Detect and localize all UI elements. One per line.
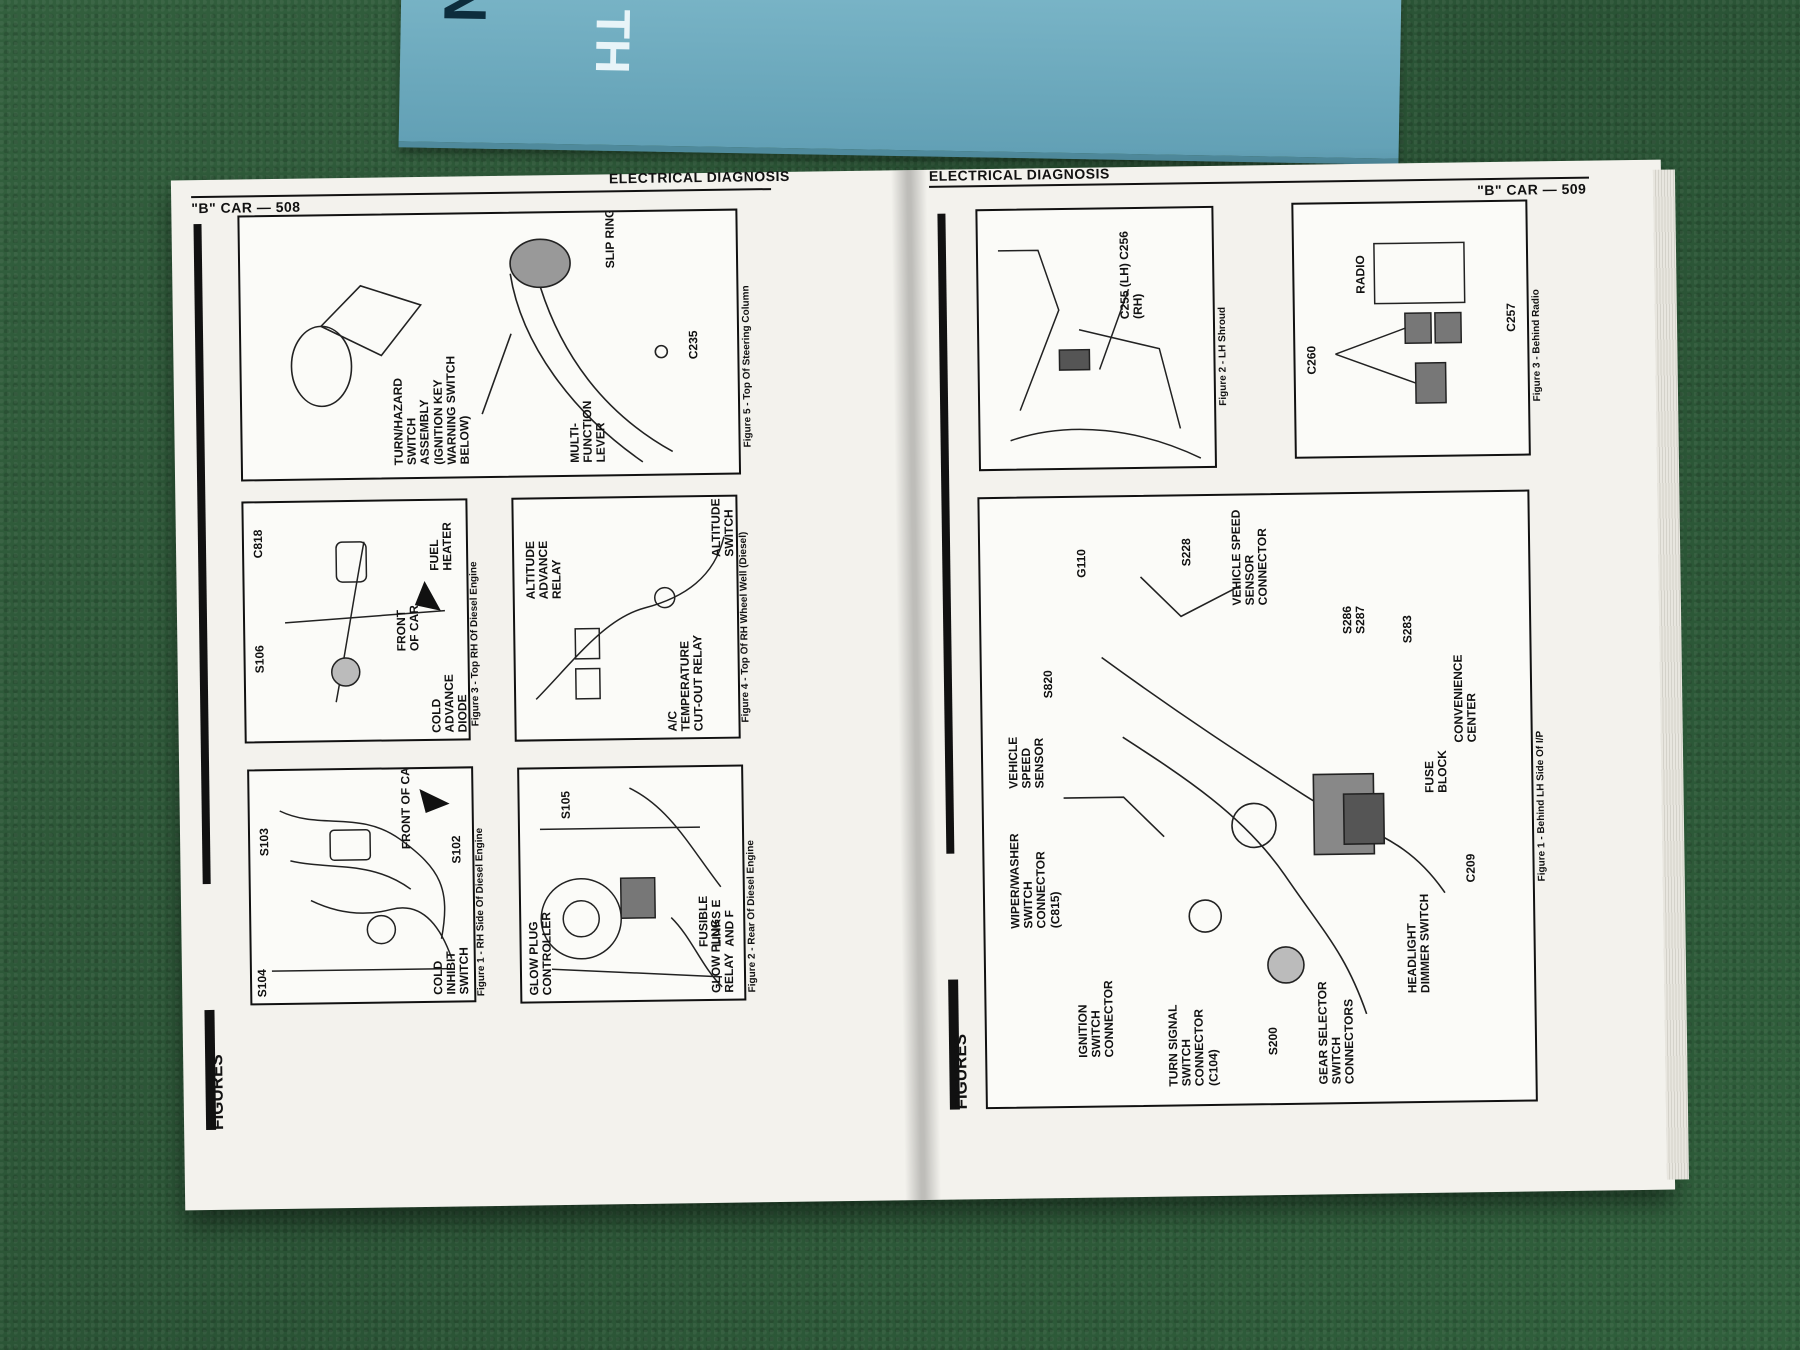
label-fuse-block: FUSE BLOCK bbox=[1422, 749, 1450, 794]
blue-manual-cover bbox=[398, 0, 1402, 165]
label-multi-function-lever: MULTI-FUNCTION LEVER bbox=[567, 400, 609, 463]
engine-drawing bbox=[271, 789, 453, 972]
label-turn-signal-switch-connector: TURN SIGNAL SWITCH CONNECTOR (C104) bbox=[1165, 1004, 1221, 1087]
radio-drawing bbox=[1335, 241, 1466, 404]
figure-behind-radio: RADIO C257 C260 bbox=[1291, 199, 1531, 459]
figure-4-caption: Figure 4 - Top Of RH Wheel Well (Diesel) bbox=[737, 531, 752, 723]
label-glow-plug-controller: GLOW PLUG CONTROLLER bbox=[526, 911, 555, 996]
label-gear-selector-switch-connectors: GEAR SELECTOR SWITCH CONNECTORS bbox=[1315, 981, 1357, 1085]
right-page: ELECTRICAL DIAGNOSIS "B" CAR — 509 FIGUR… bbox=[919, 160, 1675, 1200]
label-g110: G110 bbox=[1074, 548, 1089, 578]
cover-title-fragment: N bbox=[431, 0, 500, 24]
label-slip-ring: SLIP RING bbox=[602, 208, 618, 269]
label-ignition-switch-connector: IGNITION SWITCH CONNECTOR bbox=[1075, 980, 1117, 1058]
label-fusible-links: FUSIBLE LINKS E AND F bbox=[695, 895, 738, 948]
section-bar-right bbox=[937, 213, 955, 854]
label-radio: RADIO bbox=[1353, 255, 1368, 294]
right-figure-3-caption: Figure 3 - Behind Radio bbox=[1530, 289, 1544, 402]
figure-top-rh-diesel-engine: C818 S106 FUEL HEATER FRONT OF CAR COLD … bbox=[241, 498, 471, 744]
right-header-title: ELECTRICAL DIAGNOSIS bbox=[928, 165, 1110, 184]
label-s283: S283 bbox=[1400, 615, 1415, 644]
section-bar bbox=[193, 224, 211, 885]
front-arrow-icon-2 bbox=[414, 580, 441, 611]
label-c257: C257 bbox=[1503, 302, 1519, 332]
open-manual: ELECTRICAL DIAGNOSIS "B" CAR — 508 FIGUR… bbox=[170, 159, 1689, 1211]
label-altitude-advance-relay: ALTITUDE ADVANCE RELAY bbox=[522, 540, 565, 600]
label-s105: S105 bbox=[558, 790, 573, 820]
label-c235: C235 bbox=[686, 330, 701, 360]
figure-2-caption: Figure 2 - Rear Of Diesel Engine bbox=[745, 840, 759, 993]
left-page: ELECTRICAL DIAGNOSIS "B" CAR — 508 FIGUR… bbox=[171, 167, 915, 1210]
section-label: FIGURES bbox=[207, 1054, 228, 1131]
instrument-panel-drawing bbox=[1063, 576, 1446, 1015]
label-ac-temperature-cutout-relay: A/C TEMPERATURE CUT-OUT RELAY bbox=[665, 634, 706, 732]
steering-column-drawing bbox=[290, 238, 674, 463]
left-page-number: "B" CAR — 508 bbox=[191, 198, 301, 217]
figure-rear-diesel-engine: S105 GLOW PLUG CONTROLLER GLOW PLUG RELA… bbox=[517, 764, 747, 1004]
label-c260: C260 bbox=[1304, 345, 1319, 375]
label-s228: S228 bbox=[1178, 538, 1194, 567]
figure-rh-side-diesel-engine: S104 S103 S102 FRONT OF CAR COLD INHIBIT… bbox=[247, 766, 477, 1006]
label-cold-inhibit-switch: COLD INHIBIT SWITCH bbox=[430, 947, 472, 995]
label-s200: S200 bbox=[1265, 1027, 1281, 1056]
label-convenience-center: CONVENIENCE CENTER bbox=[1450, 654, 1480, 743]
label-headlight-dimmer-switch: HEADLIGHT DIMMER SWITCH bbox=[1404, 893, 1433, 994]
right-figure-1-caption: Figure 1 - Behind LH Side Of I/P bbox=[1534, 730, 1548, 882]
label-cold-advance-diode: COLD ADVANCE DIODE bbox=[429, 674, 470, 733]
label-s286-s287: S286 S287 bbox=[1339, 605, 1368, 635]
figure-5-caption: Figure 5 - Top Of Steering Column bbox=[740, 285, 754, 448]
engine-rear-drawing bbox=[539, 787, 723, 988]
label-vehicle-speed-sensor-connector: VEHICLE SPEED SENSOR CONNECTOR bbox=[1228, 509, 1271, 606]
figure-1-caption: Figure 1 - RH Side Of Diesel Engine bbox=[473, 827, 488, 997]
fuel-heater-drawing bbox=[285, 541, 445, 703]
label-s102: S102 bbox=[449, 835, 464, 864]
label-s106: S106 bbox=[252, 645, 267, 674]
label-front-of-car: FRONT OF CAR bbox=[397, 766, 414, 850]
right-figure-2-caption: Figure 2 - LH Shroud bbox=[1216, 306, 1230, 406]
wheel-well-drawing bbox=[535, 536, 725, 700]
figure-3-caption: Figure 3 - Top RH Of Diesel Engine bbox=[468, 561, 482, 727]
front-arrow-icon bbox=[419, 789, 450, 813]
label-s103: S103 bbox=[256, 828, 272, 857]
figure-lh-shroud: C255 (LH) C256 (RH) bbox=[975, 205, 1217, 472]
label-c255-c256: C255 (LH) C256 (RH) bbox=[1116, 231, 1146, 320]
cover-title-fragment-2: TH bbox=[584, 9, 640, 74]
label-c818: C818 bbox=[250, 529, 266, 559]
label-altitude-switch: ALTITUDE SWITCH bbox=[708, 498, 737, 557]
shroud-drawing bbox=[997, 249, 1202, 459]
label-wiper-washer-switch-connector: WIPER/WASHER SWITCH CONNECTOR (C815) bbox=[1007, 833, 1062, 929]
section-label-right: FIGURES bbox=[950, 1033, 971, 1110]
label-fuel-heater: FUEL HEATER bbox=[426, 522, 455, 571]
label-vehicle-speed-sensor: VEHICLE SPEED SENSOR bbox=[1005, 736, 1047, 789]
figure-behind-lh-ip: G110 S228 VEHICLE SPEED SENSOR CONNECTOR… bbox=[977, 489, 1538, 1110]
label-c209: C209 bbox=[1463, 853, 1478, 883]
figure-top-steering-column: SLIP RING C235 MULTI-FUNCTION LEVER TURN… bbox=[237, 208, 742, 482]
right-page-number: "B" CAR — 509 bbox=[1477, 180, 1587, 199]
left-header-title: ELECTRICAL DIAGNOSIS bbox=[608, 167, 790, 187]
label-s104: S104 bbox=[254, 969, 270, 998]
header-rule bbox=[191, 188, 772, 199]
label-front-of-car-2: FRONT OF CAR bbox=[393, 605, 422, 652]
figure-rh-wheel-well: ALTITUDE ADVANCE RELAY ALTITUDE SWITCH A… bbox=[511, 494, 741, 742]
label-turn-hazard-switch: TURN/HAZARD SWITCH ASSEMBLY (IGNITION KE… bbox=[390, 355, 472, 466]
label-s820: S820 bbox=[1040, 670, 1056, 699]
